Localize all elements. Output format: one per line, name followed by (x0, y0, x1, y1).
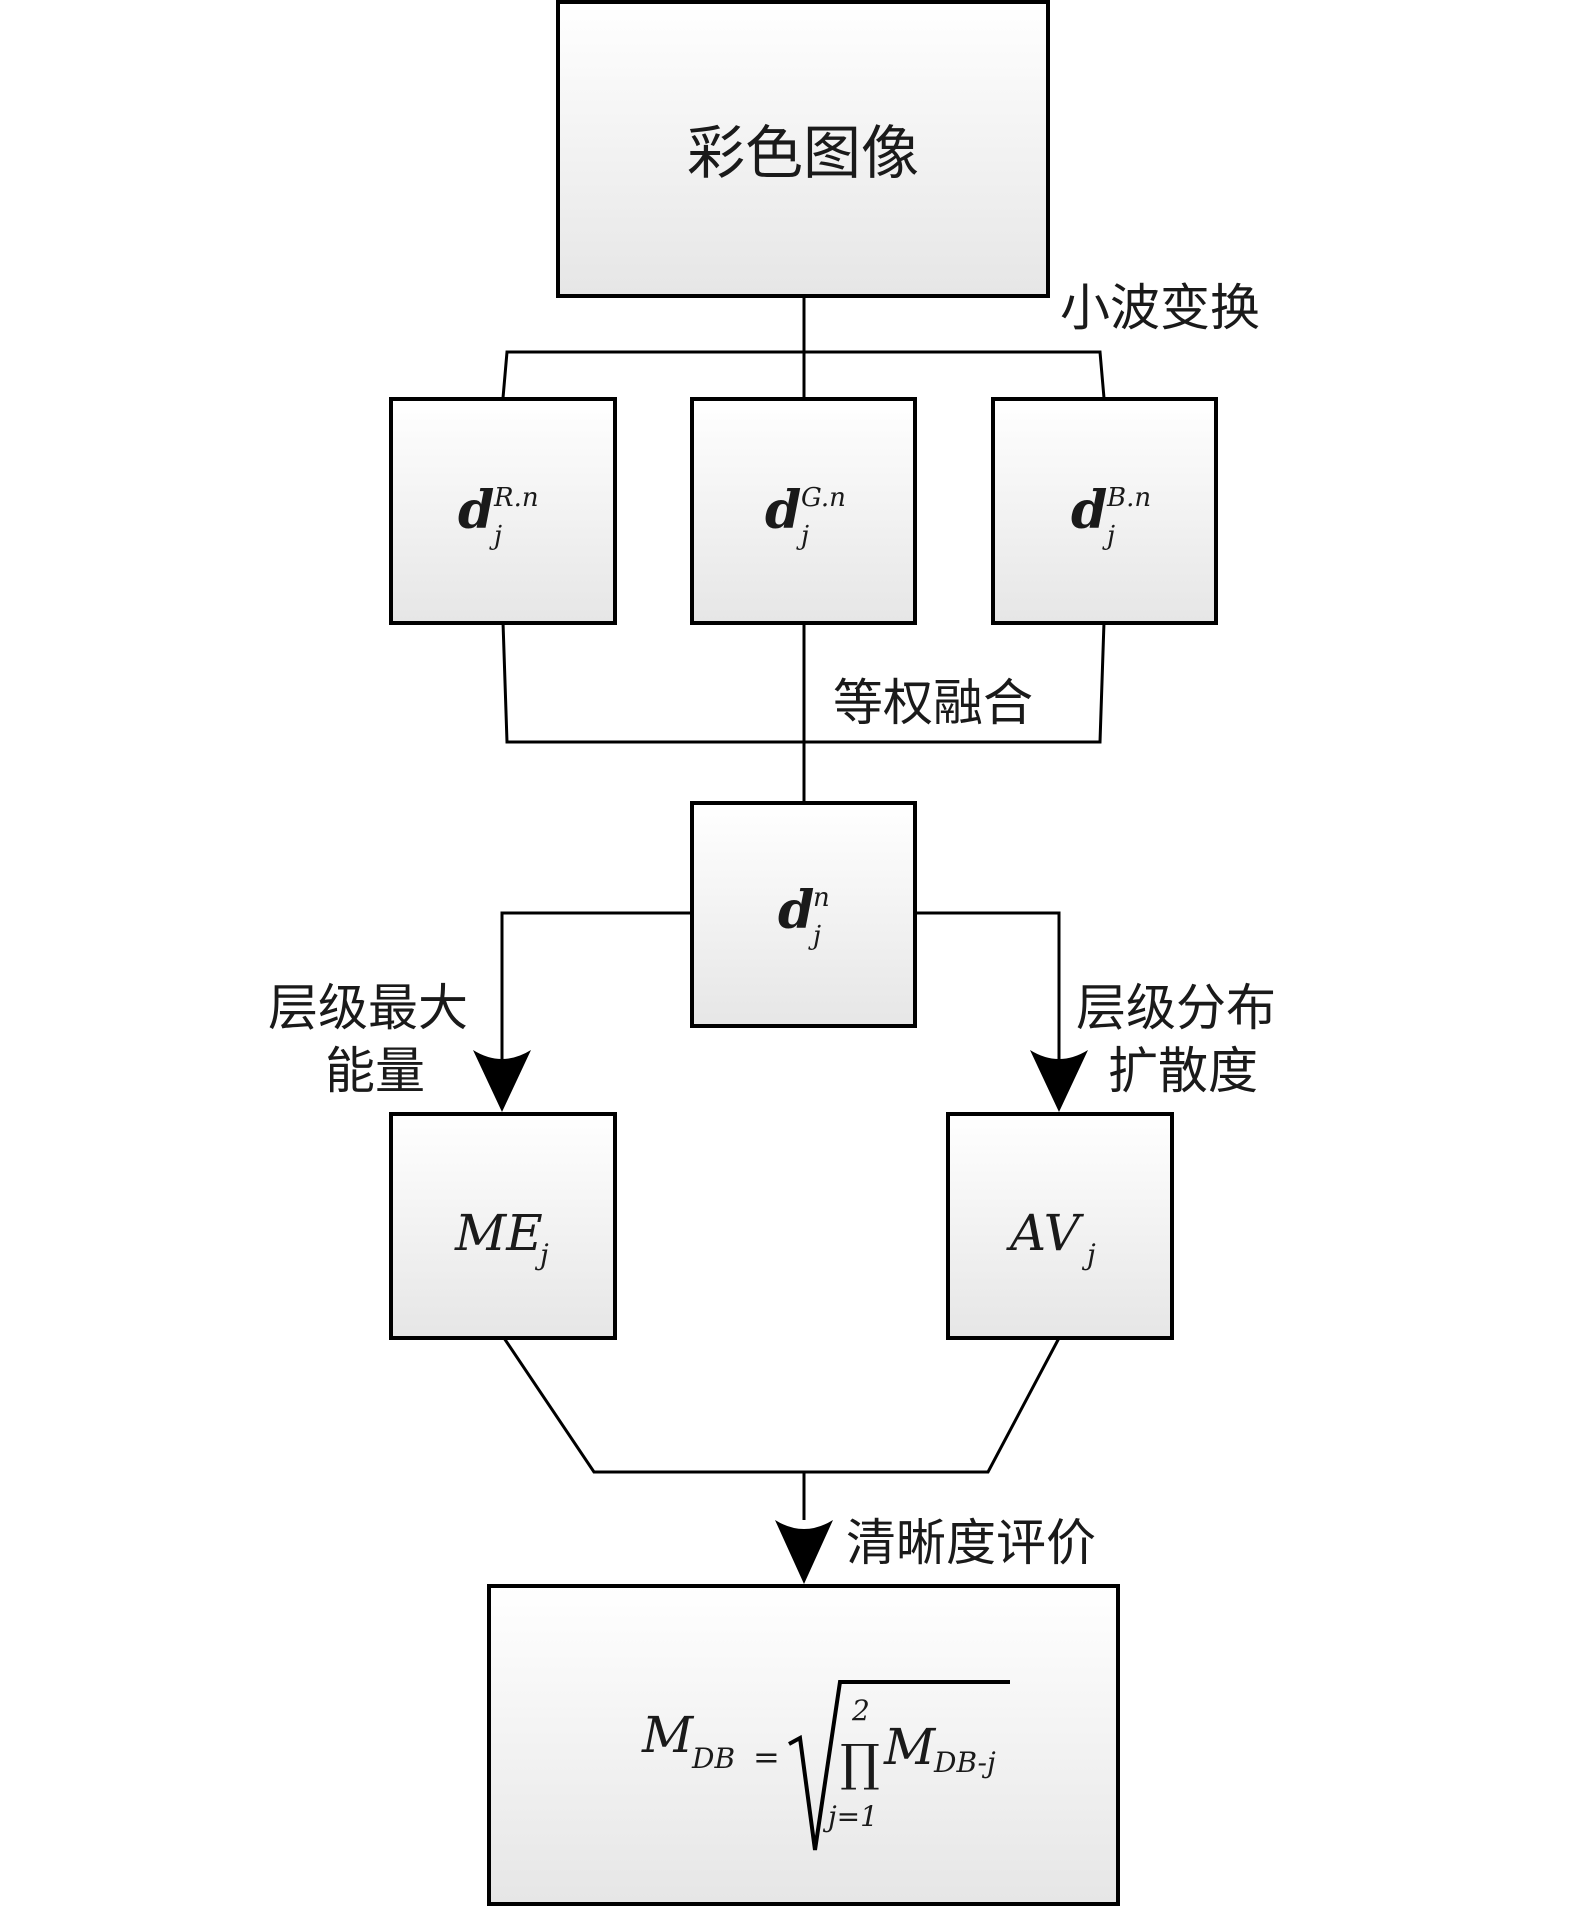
d-b-sup: B.n (1106, 483, 1151, 513)
d-g-base: d (765, 480, 801, 541)
sqrt-sign (788, 1680, 1010, 1851)
connector-left-branch (500, 911, 692, 1060)
label-max-energy-line2: 能量 (325, 1042, 425, 1100)
d-n-box (690, 801, 917, 1028)
arrowhead-left (473, 1050, 531, 1112)
mdb-rhs: M (883, 1718, 937, 1776)
d-r-box (389, 397, 617, 625)
connector-right-branch (914, 911, 1061, 1060)
me-box (389, 1112, 617, 1340)
label-max-energy-line1: 层级最大 (268, 979, 468, 1037)
av-box (946, 1112, 1174, 1340)
d-b-formula: d B.n j (1071, 480, 1151, 551)
d-g-sup: G.n (801, 483, 846, 513)
prod-symbol: ∏ (840, 1734, 880, 1792)
mdb-lhs-sub: DB (691, 1742, 735, 1775)
mdb-rhs-sub: DB-j (933, 1746, 996, 1779)
d-r-base: d (458, 480, 494, 541)
d-r-sup: R.n (493, 483, 539, 513)
label-fusion: 等权融合 (833, 674, 1033, 732)
d-b-box (991, 397, 1218, 625)
mdb-box (487, 1584, 1120, 1906)
color-image-box (556, 0, 1050, 298)
connectors (500, 298, 1106, 1520)
mdb-formula: M DB = 2 ∏ j=1 M DB-j (641, 1680, 1010, 1851)
mdb-equals: = (753, 1738, 780, 1776)
d-n-sup: n (813, 883, 830, 913)
arrowheads (473, 1050, 1088, 1584)
label-spread-line2: 扩散度 (1108, 1042, 1258, 1100)
d-g-box (690, 397, 917, 625)
av-formula: AV j (1006, 1204, 1096, 1271)
me-formula: ME j (454, 1204, 549, 1271)
me-base: ME (454, 1204, 543, 1262)
connector-merge (502, 1337, 1061, 1474)
prod-upper: 2 (851, 1694, 870, 1727)
label-clarity: 清晰度评价 (846, 1514, 1096, 1572)
mdb-lhs: M (641, 1706, 695, 1764)
label-wavelet: 小波变换 (1060, 279, 1260, 337)
av-base: AV (1006, 1204, 1085, 1262)
arrowhead-bottom (775, 1520, 833, 1584)
prod-lower: j=1 (822, 1800, 878, 1833)
d-r-formula: d R.n j (458, 480, 539, 551)
arrowhead-right (1030, 1050, 1088, 1112)
connector-wavelet-branch (501, 350, 1106, 399)
color-image-label: 彩色图像 (687, 119, 919, 187)
d-b-base: d (1071, 480, 1107, 541)
label-spread-line1: 层级分布 (1076, 979, 1276, 1037)
d-n-base: d (778, 880, 814, 941)
